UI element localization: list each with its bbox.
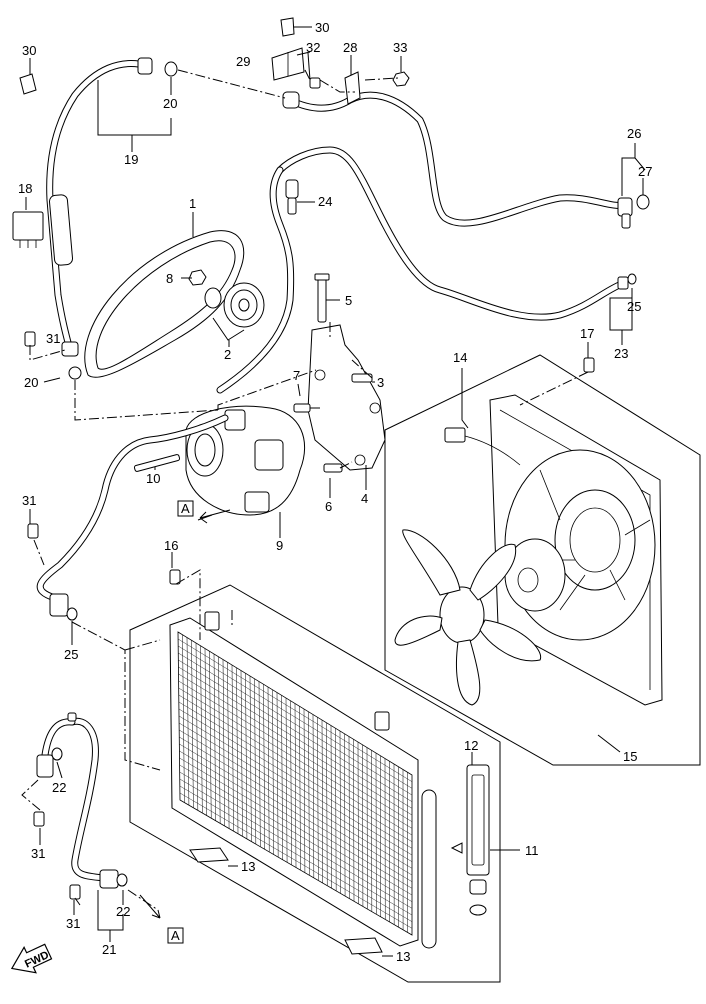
callout-24: 24 xyxy=(318,194,332,209)
discharge-hose-left xyxy=(36,414,229,617)
view-a-arrow-upper xyxy=(199,509,231,524)
lower-hose-21 xyxy=(36,712,119,889)
callout-17: 17 xyxy=(580,326,594,341)
discharge-pipe-26 xyxy=(282,91,633,229)
nut-33 xyxy=(392,71,410,87)
bolt-31-lower-b xyxy=(69,884,81,900)
clip-30-top xyxy=(280,17,295,37)
callout-5: 5 xyxy=(345,293,352,308)
pulley-2 xyxy=(204,282,265,328)
callout-11: 11 xyxy=(525,843,539,858)
callout-13-bottom: 13 xyxy=(396,949,410,964)
drive-belt-1 xyxy=(84,230,245,378)
nut-8 xyxy=(188,269,207,286)
callout-9: 9 xyxy=(276,538,283,553)
fan-blade-15 xyxy=(394,529,542,706)
bracket-29 xyxy=(271,47,305,81)
o-ring-25-left xyxy=(66,607,78,621)
view-a-label-upper: A xyxy=(177,500,194,517)
o-ring-22-upper xyxy=(51,747,63,761)
dash-leaders xyxy=(21,69,589,911)
o-ring-27 xyxy=(636,194,650,210)
bracket-28 xyxy=(344,71,361,105)
fan-assembly-box xyxy=(384,354,701,766)
callout-31-mid: 31 xyxy=(22,493,36,508)
callout-1: 1 xyxy=(189,196,196,211)
bolt-17 xyxy=(583,357,595,373)
suction-hose-19 xyxy=(46,57,153,357)
callout-28: 28 xyxy=(343,40,357,55)
callout-22-lower: 22 xyxy=(116,904,130,919)
callout-6: 6 xyxy=(325,499,332,514)
bolt-6 xyxy=(323,463,343,473)
receiver-drier-12 xyxy=(466,764,490,916)
clip-30-left xyxy=(19,73,37,95)
callout-22-upper: 22 xyxy=(52,780,66,795)
fan-shroud-14 xyxy=(489,394,663,706)
callout-15: 15 xyxy=(623,749,637,764)
pressure-switch-24 xyxy=(285,179,299,215)
fwd-arrow-icon: FWD xyxy=(10,943,53,974)
callout-30-top: 30 xyxy=(315,20,329,35)
liquid-pipe-23 xyxy=(216,146,629,394)
callout-2: 2 xyxy=(224,347,231,362)
bolt-10 xyxy=(133,454,181,472)
callout-25-top: 25 xyxy=(627,299,641,314)
callout-32: 32 xyxy=(306,40,320,55)
callout-19: 19 xyxy=(124,152,138,167)
condenser-11 xyxy=(169,611,437,949)
bolt-16 xyxy=(169,569,181,585)
callout-26: 26 xyxy=(627,126,641,141)
callout-31-lower-b: 31 xyxy=(66,916,80,931)
bolt-31-left xyxy=(24,331,36,347)
callout-21: 21 xyxy=(102,942,116,957)
callout-31-lower-a: 31 xyxy=(31,846,45,861)
svg-text:A: A xyxy=(171,928,180,943)
callout-16: 16 xyxy=(164,538,178,553)
callout-27: 27 xyxy=(638,164,652,179)
callout-7: 7 xyxy=(293,368,300,383)
callout-13-top: 13 xyxy=(241,859,255,874)
callout-31-left: 31 xyxy=(46,331,60,346)
callout-33: 33 xyxy=(393,40,407,55)
bolt-31-lower-a xyxy=(33,811,45,827)
bolt-32 xyxy=(309,77,321,89)
condenser-box xyxy=(129,584,501,983)
compressor-bracket-4 xyxy=(307,324,386,471)
callout-20-left: 20 xyxy=(24,375,38,390)
fan-connector xyxy=(444,427,521,466)
svg-text:A: A xyxy=(181,501,190,516)
callout-4: 4 xyxy=(361,491,368,506)
bolt-31-mid xyxy=(27,523,39,539)
view-a-arrow-lower xyxy=(139,894,161,919)
callout-10: 10 xyxy=(146,471,160,486)
compressor-9 xyxy=(185,405,305,516)
callout-14: 14 xyxy=(453,350,467,365)
callout-20-top: 20 xyxy=(163,96,177,111)
relay-18 xyxy=(12,211,44,248)
callout-25-left: 25 xyxy=(64,647,78,662)
o-ring-22-lower xyxy=(116,873,128,887)
bracket-13-top xyxy=(189,847,229,863)
bolt-5 xyxy=(314,273,330,323)
callout-23: 23 xyxy=(614,346,628,361)
o-ring-20-top xyxy=(164,61,178,77)
callout-30-left: 30 xyxy=(22,43,36,58)
o-ring-20-left xyxy=(68,366,82,380)
callout-labels: 30 32 28 33 29 30 20 19 18 24 1 8 2 5 26… xyxy=(18,20,652,964)
callout-12: 12 xyxy=(464,738,478,753)
condenser-core-fins xyxy=(177,634,413,933)
bolt-7 xyxy=(293,403,311,413)
o-ring-25-top xyxy=(627,273,637,285)
callout-8: 8 xyxy=(166,271,173,286)
callout-29: 29 xyxy=(236,54,250,69)
leader-lines xyxy=(25,26,646,957)
view-a-label-lower: A xyxy=(167,927,184,944)
callout-3: 3 xyxy=(377,375,384,390)
bracket-13-bottom xyxy=(344,937,383,955)
callout-18: 18 xyxy=(18,181,32,196)
